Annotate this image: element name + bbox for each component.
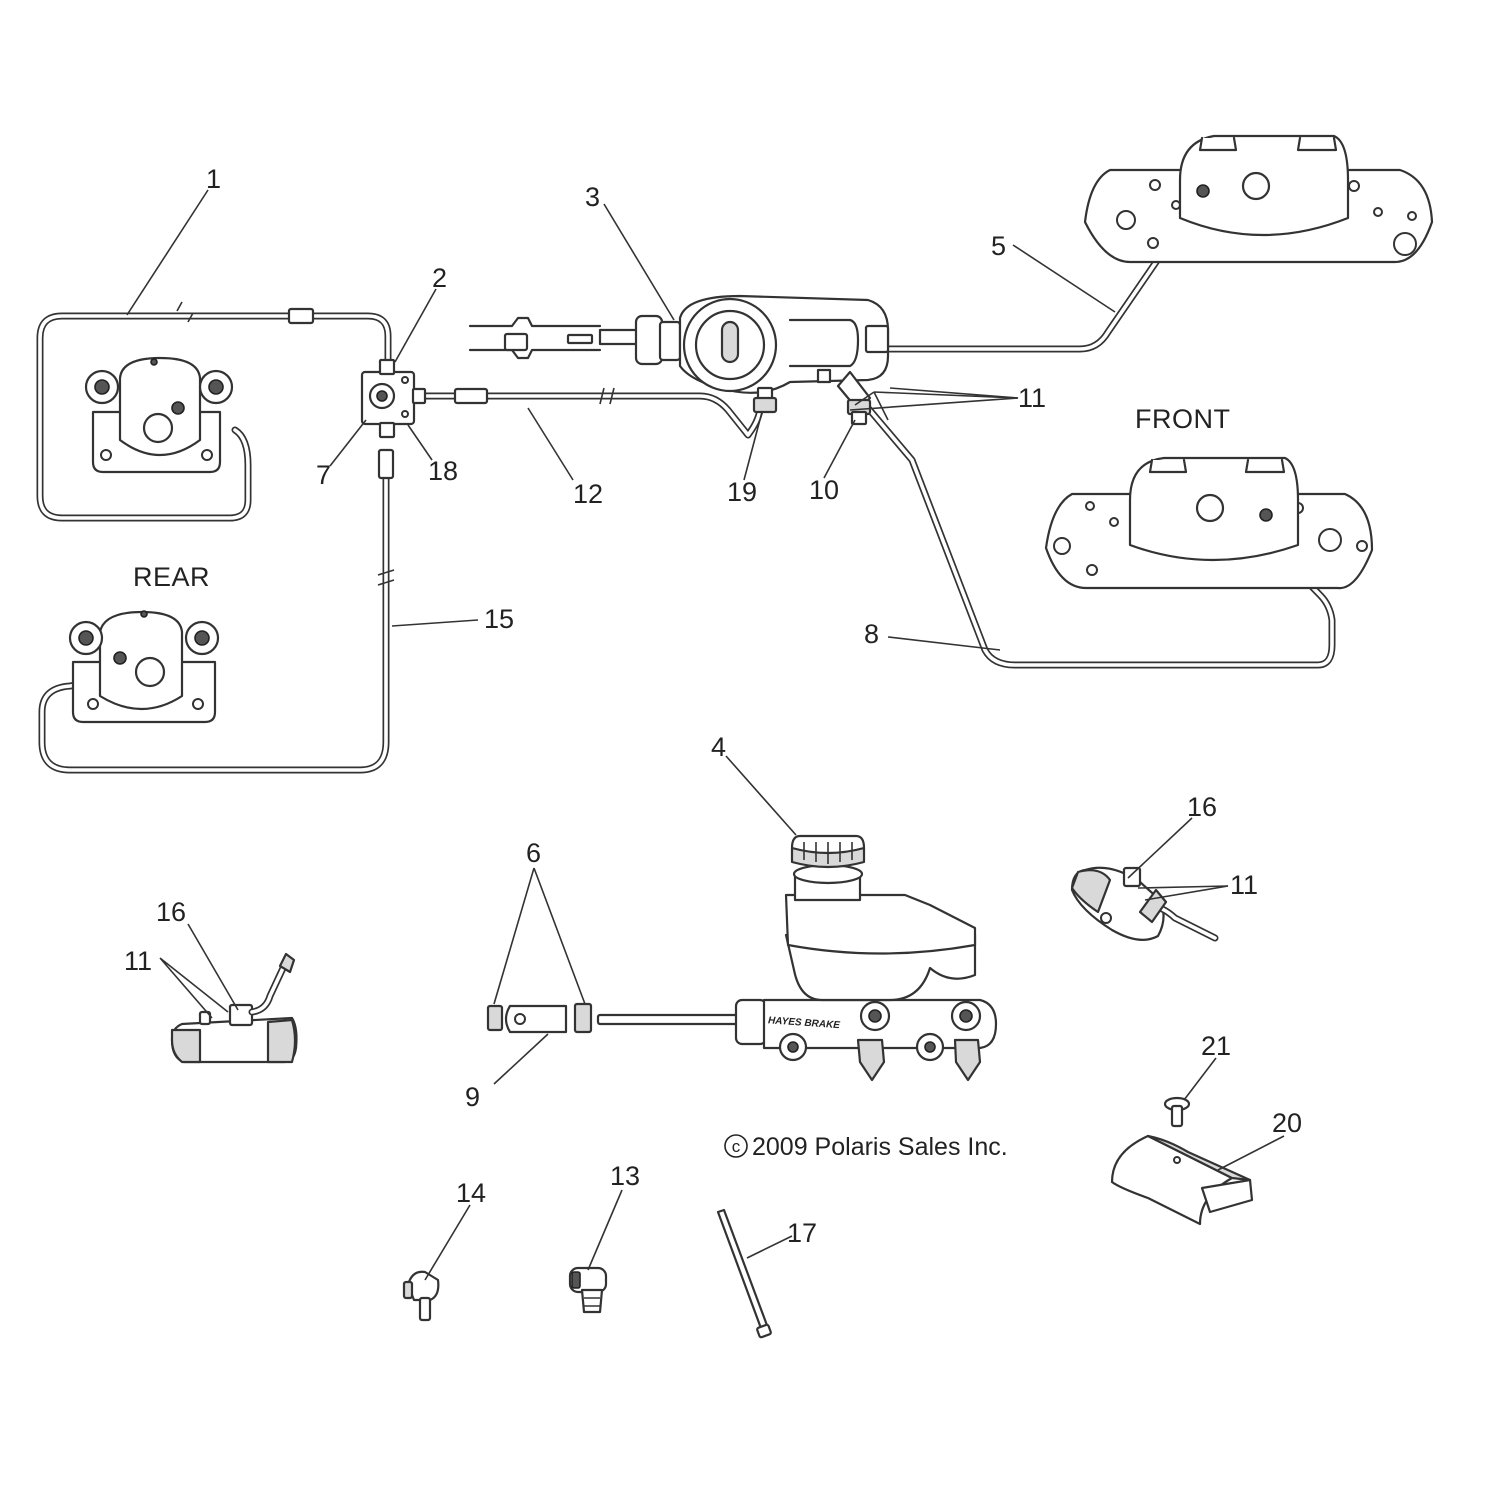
master-cylinder-brand: HAYES BRAKE (768, 1015, 841, 1031)
leader-lines (126, 189, 1285, 1281)
pushrod-clevis-9 (486, 1002, 593, 1034)
callout-11-top: 11 (1018, 383, 1046, 413)
callout-10: 10 (809, 475, 839, 505)
copyright-circle (724, 1134, 748, 1158)
balance-valve-3 (468, 294, 890, 426)
callout-5: 5 (991, 231, 1006, 261)
brake-tee-block (360, 358, 427, 439)
callout-16-right: 16 (1187, 792, 1217, 822)
callout-15: 15 (484, 604, 514, 634)
rear-caliper-lower (68, 610, 220, 724)
callout-16-left: 16 (156, 897, 186, 927)
callout-17: 17 (787, 1218, 817, 1248)
caliper-body-left (170, 952, 298, 1064)
callout-19: 19 (727, 477, 757, 507)
callout-9: 9 (465, 1082, 480, 1112)
callout-12: 12 (573, 479, 603, 509)
callout-13: 13 (610, 1161, 640, 1191)
rear-caliper-upper (84, 356, 234, 474)
callout-20: 20 (1272, 1108, 1302, 1138)
cable-tie-17 (716, 1208, 772, 1339)
copyright-symbol-letter: c (732, 1137, 741, 1156)
bracket-20 (1110, 1134, 1254, 1226)
front-caliper-lower (1044, 456, 1374, 590)
callout-11-right: 11 (1230, 870, 1258, 900)
master-cylinder-4: HAYES BRAKE (596, 834, 998, 1082)
callout-3: 3 (585, 182, 600, 212)
callout-2: 2 (432, 263, 447, 293)
callout-11-left: 11 (124, 946, 152, 976)
brake-line-15-rear-lower (38, 448, 395, 774)
callout-21: 21 (1201, 1031, 1231, 1061)
brake-line-12 (416, 387, 764, 439)
brake-line-1-rear-upper (36, 301, 392, 522)
line-clip-14 (402, 1270, 440, 1322)
brake-line-5-front-upper (884, 194, 1204, 353)
section-label-rear: REAR (133, 562, 210, 592)
section-label-front: FRONT (1135, 404, 1230, 434)
callout-1: 1 (206, 164, 221, 194)
callout-4: 4 (711, 732, 726, 762)
copyright-text: 2009 Polaris Sales Inc. (752, 1133, 1008, 1161)
callout-8: 8 (864, 619, 879, 649)
copyright-notice: c 2009 Polaris Sales Inc. (724, 1133, 1008, 1161)
screw-21 (1163, 1096, 1191, 1128)
callout-6: 6 (526, 838, 541, 868)
callout-7: 7 (316, 460, 331, 490)
callout-18: 18 (428, 456, 458, 486)
line-clip-13 (568, 1266, 608, 1314)
caliper-body-right (1070, 866, 1219, 942)
callout-14: 14 (456, 1178, 486, 1208)
front-caliper-upper (1083, 134, 1434, 264)
